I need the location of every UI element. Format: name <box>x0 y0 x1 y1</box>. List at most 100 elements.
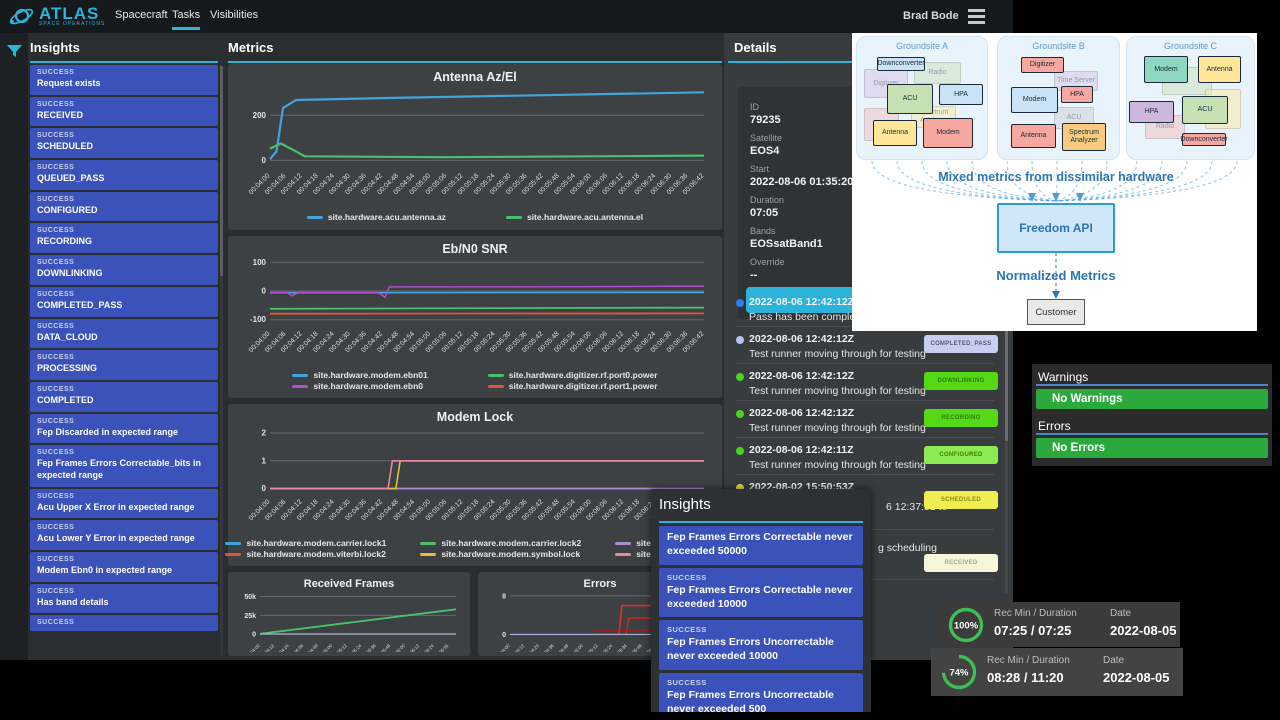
diagram-node: HPA <box>1129 101 1174 123</box>
svg-text:50k: 50k <box>244 594 256 601</box>
popup-insight-label: Fep Frames Errors Uncorrectable never ex… <box>667 689 855 712</box>
insight-label: RECORDING <box>37 236 211 248</box>
svg-text:0: 0 <box>502 632 506 639</box>
legend-item: site.hardware.digitizer.rf.port1.power <box>488 381 658 391</box>
popup-insight-label: Fep Frames Errors Uncorrectable never ex… <box>667 636 855 664</box>
insight-item[interactable]: SUCCESSCOMPLETED_PASS <box>30 287 218 317</box>
menu-icon[interactable] <box>968 9 985 27</box>
popup-insight-item[interactable]: SUCCESSFep Frames Errors Correctable nev… <box>659 568 863 618</box>
legend-item: site.hardware.modem.ebn01 <box>292 370 427 380</box>
insight-item[interactable]: SUCCESSDATA_CLOUD <box>30 319 218 349</box>
legend-label: site.hardware.modem.symbol.lock <box>441 549 580 559</box>
svg-text:00:06:00: 00:06:00 <box>390 643 406 652</box>
chart-title: Received Frames <box>236 578 462 590</box>
event-status-badge: COMPLETED_PASS <box>924 335 998 353</box>
nav-item-spacecraft[interactable]: Spacecraft <box>115 9 168 21</box>
chart-title: Modem Lock <box>236 410 714 424</box>
legend-item: site.hardware.digitizer.rf.port0.power <box>488 370 658 380</box>
sidebar-scrollbar[interactable] <box>220 66 223 656</box>
insight-item[interactable]: SUCCESSAcu Lower Y Error in expected ran… <box>30 520 218 550</box>
insight-status: SUCCESS <box>37 354 211 361</box>
warnings-errors-panel: Warnings No Warnings Errors No Errors <box>1032 364 1272 466</box>
chart-legend: site.hardware.acu.antenna.azsite.hardwar… <box>236 212 714 222</box>
insight-item[interactable]: SUCCESSDOWNLINKING <box>30 255 218 285</box>
event-row: 2022-08-06 12:42:11ZTest runner moving t… <box>736 444 1002 478</box>
popup-insight-item[interactable]: SUCCESS Fep Frames Errors Uncorrectable n… <box>659 620 863 670</box>
insight-item[interactable]: SUCCESSRECEIVED <box>30 97 218 127</box>
chart-title: Antenna Az/El <box>236 70 714 84</box>
insight-label: COMPLETED <box>37 395 211 407</box>
insight-item[interactable]: SUCCESSFep Frames Errors Correctable_bit… <box>30 445 218 486</box>
svg-text:-100: -100 <box>250 315 267 324</box>
insight-label: Has band details <box>37 597 211 609</box>
event-status-badge: CONFIGURED <box>924 446 998 464</box>
chart-legend: site.hardware.modem.ebn01 site.hardware.d… <box>236 370 714 391</box>
svg-text:00:04:36: 00:04:36 <box>539 643 555 652</box>
filter-icon[interactable] <box>7 45 22 59</box>
insight-item[interactable]: SUCCESSCONFIGURED <box>30 192 218 222</box>
event-timestamp: 2022-08-06 12:42:12Z <box>749 333 854 345</box>
insight-status: SUCCESS <box>37 196 211 203</box>
insight-item[interactable]: SUCCESSModem Ebn0 in expected range <box>30 552 218 582</box>
legend-item: site.hardware.modem.carrier.lock1 <box>225 538 386 548</box>
insight-item[interactable]: SUCCESS <box>30 615 218 631</box>
insight-label: COMPLETED_PASS <box>37 300 211 312</box>
popup-title: Insights <box>659 496 863 513</box>
insight-label: Acu Upper X Error in expected range <box>37 502 211 514</box>
errors-title: Errors <box>1038 419 1071 433</box>
popup-insight-item[interactable]: Fep Frames Errors Correctable never exce… <box>659 526 863 565</box>
svg-text:00:06:12: 00:06:12 <box>404 643 420 652</box>
event-timestamp: 2022-08-06 12:42:11Z <box>749 444 854 456</box>
legend-swatch <box>225 553 241 556</box>
nav-item-tasks[interactable]: Tasks <box>172 9 200 30</box>
svg-text:0: 0 <box>262 484 267 493</box>
legend-label: site.hardware.acu.antenna.az <box>328 212 446 222</box>
event-message: Test runner moving through for testing <box>749 422 926 434</box>
insight-status: SUCCESS <box>37 164 211 171</box>
svg-text:00:05:00: 00:05:00 <box>317 643 333 652</box>
insight-item[interactable]: SUCCESSSCHEDULED <box>30 128 218 158</box>
legend-swatch <box>506 216 522 219</box>
svg-text:0: 0 <box>262 287 267 296</box>
svg-text:00:04:00: 00:04:00 <box>495 643 511 652</box>
insight-item[interactable]: SUCCESS RECORDING <box>30 223 218 253</box>
progress-ring: 74% <box>939 652 979 692</box>
svg-text:00:04:36: 00:04:36 <box>288 643 304 652</box>
insight-item[interactable]: SUCCESSFep Discarded in expected range <box>30 414 218 444</box>
insights-sidebar: Insights SUCCESSRequest existsSUCCESSREC… <box>30 40 218 631</box>
insight-label: RECEIVED <box>37 110 211 122</box>
stat-row: 100%Rec Min / Duration07:25 / 07:25Date2… <box>938 602 1180 647</box>
atlas-logo[interactable]: ATLAS SPACE OPERATIONS <box>8 3 105 30</box>
insight-status: SUCCESS <box>37 556 211 563</box>
event-status-badge: RECORDING <box>924 409 998 427</box>
insight-status: SUCCESS <box>37 227 211 234</box>
legend-label: site.hardware.digitizer.rf.port0.power <box>509 370 658 380</box>
popup-underline <box>659 521 863 523</box>
chart-title: Eb/N0 SNR <box>236 242 714 256</box>
legend-item: site.hardware.modem.symbol.lock <box>420 549 581 559</box>
popup-insight-item[interactable]: SUCCESSFep Frames Errors Uncorrectable n… <box>659 673 863 712</box>
popup-status: SUCCESS <box>667 625 855 634</box>
legend-swatch <box>488 385 504 388</box>
svg-text:00:04:24: 00:04:24 <box>274 643 290 652</box>
insight-item[interactable]: SUCCESSRequest exists <box>30 65 218 95</box>
insight-item[interactable]: SUCCESSPROCESSING <box>30 350 218 380</box>
insight-item[interactable]: SUCCESSHas band details <box>30 584 218 614</box>
insight-item[interactable]: SUCCESSQUEUED_PASS <box>30 160 218 190</box>
legend-swatch <box>488 374 504 377</box>
insight-item[interactable]: SUCCESSAcu Upper X Error in expected ran… <box>30 489 218 519</box>
chart-legend: site.hardware.modem.carrier.lock1site.ha… <box>236 538 714 559</box>
insight-label: DOWNLINKING <box>37 268 211 280</box>
svg-text:00:05:12: 00:05:12 <box>332 643 348 652</box>
nav-item-visibilities[interactable]: Visibilities <box>210 9 258 21</box>
diagram-node: Downconverter <box>1182 133 1226 146</box>
errors-underline <box>1036 433 1268 435</box>
diagram-node: Modem <box>1011 87 1058 113</box>
insight-status: SUCCESS <box>37 418 211 425</box>
user-name[interactable]: Brad Bode <box>903 10 959 22</box>
rec-min-duration-value: 08:28 / 11:20 <box>987 670 1064 685</box>
brand-name: ATLAS <box>39 6 105 21</box>
chart-antenna-az-el: Antenna Az/El020000:04:0000:04:0600:04:1… <box>228 64 722 230</box>
insight-item[interactable]: SUCCESSCOMPLETED <box>30 382 218 412</box>
diagram-node: ACU <box>1182 96 1228 124</box>
